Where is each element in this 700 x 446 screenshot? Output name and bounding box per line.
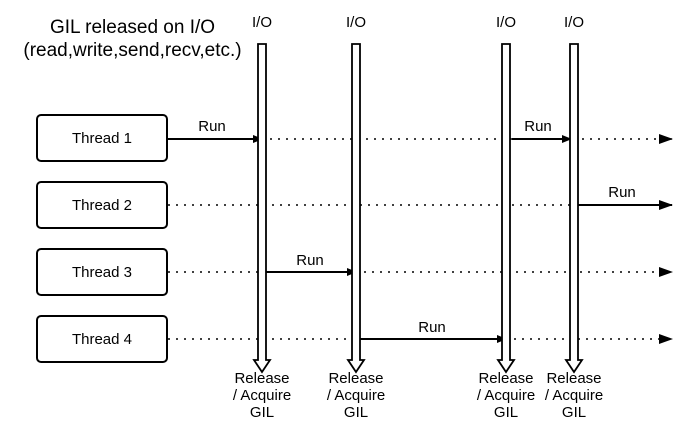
waiting-lines (168, 134, 673, 344)
io-label-2: I/O (345, 14, 366, 31)
release-acquire-label-2: Release / Acquire GIL (326, 370, 386, 421)
release-acquire-label-3: Release / Acquire GIL (476, 370, 536, 421)
title-line-1: GIL released on I/O (49, 17, 216, 38)
thread-box-4: Thread 4 (36, 315, 168, 363)
io-label-1: I/O (251, 14, 272, 31)
release-acquire-label-1: Release / Acquire GIL (232, 370, 292, 421)
io-label-3: I/O (495, 14, 516, 31)
io-column-2 (346, 43, 366, 374)
diagram-title: GIL released on I/O (read,write,send,rec… (0, 16, 265, 62)
io-column-1 (252, 43, 272, 374)
thread-box-3: Thread 3 (36, 248, 168, 296)
release-acquire-label-4: Release / Acquire GIL (544, 370, 604, 421)
run-label-thread-1-a: Run (198, 118, 226, 135)
io-label-4: I/O (563, 14, 584, 31)
run-label-thread-4: Run (418, 319, 446, 336)
run-label-thread-1-b: Run (524, 118, 552, 135)
io-column-4 (564, 43, 584, 374)
run-label-thread-3: Run (296, 252, 324, 269)
title-line-2: (read,write,send,recv,etc.) (23, 40, 242, 61)
io-column-3 (496, 43, 516, 374)
run-label-thread-2: Run (608, 184, 636, 201)
thread-box-1: Thread 1 (36, 114, 168, 162)
run-arrows (168, 135, 673, 343)
io-columns (252, 43, 584, 374)
thread-box-2: Thread 2 (36, 181, 168, 229)
